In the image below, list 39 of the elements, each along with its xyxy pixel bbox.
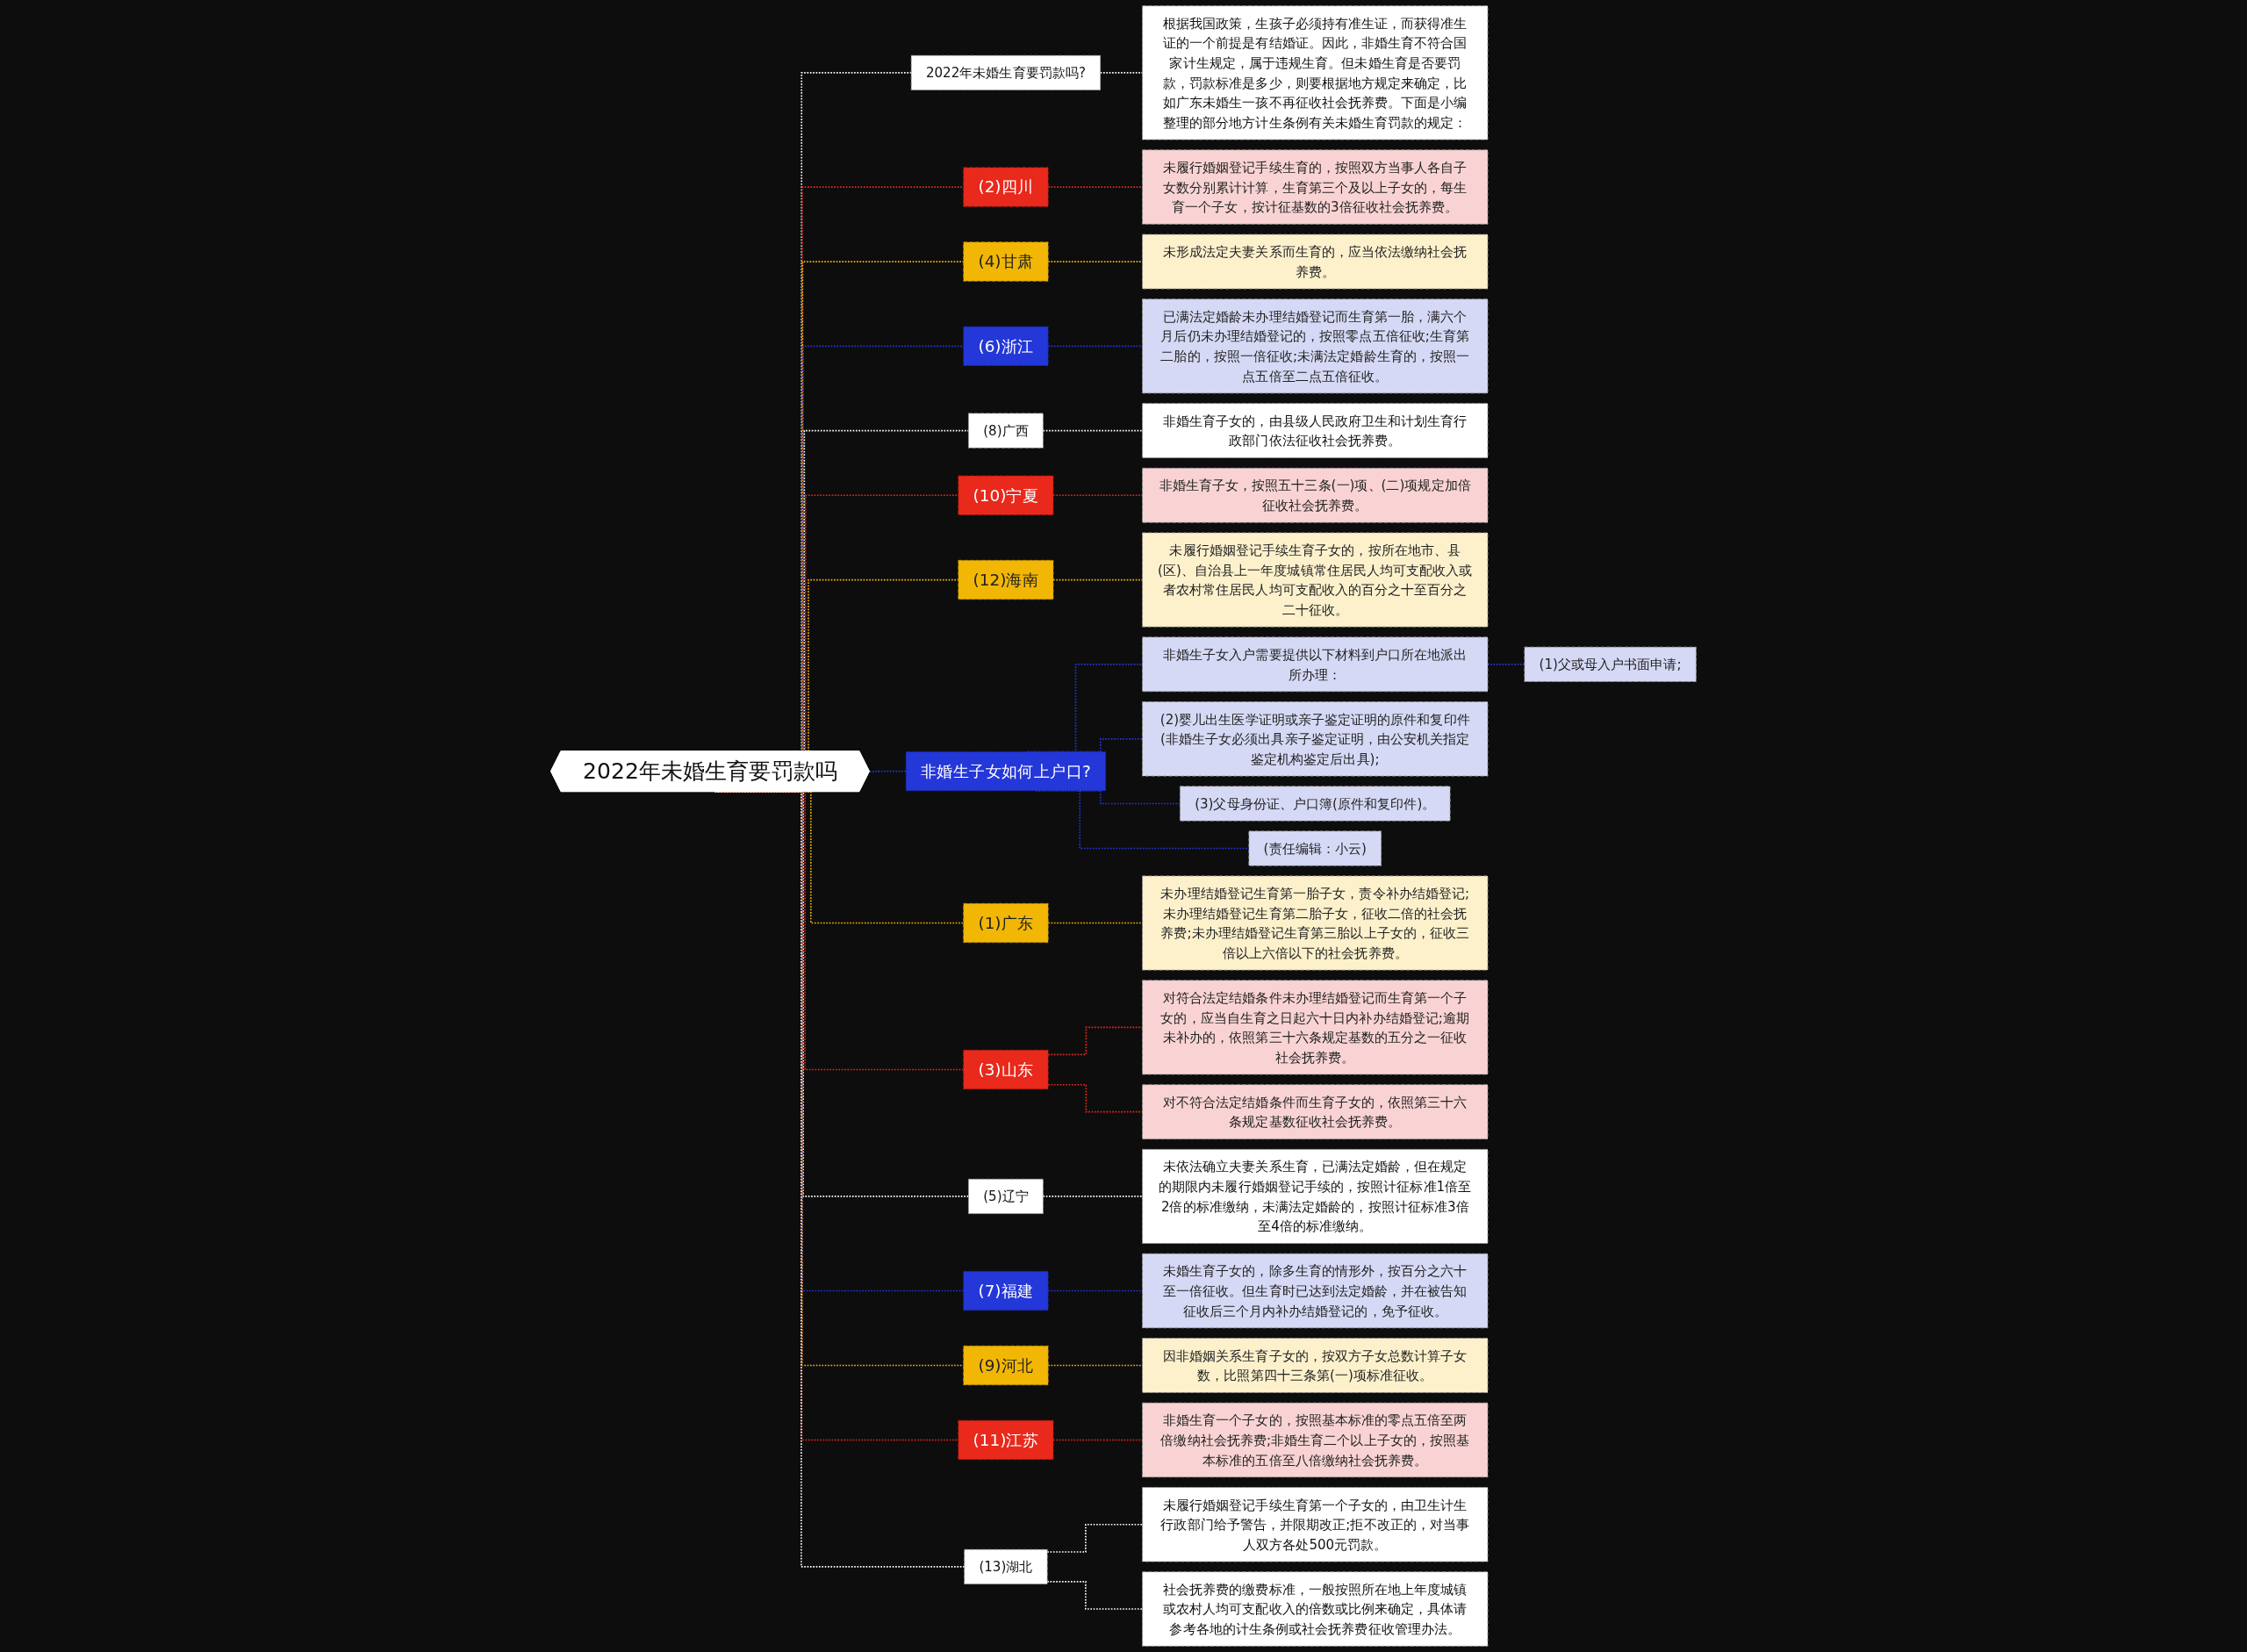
node-box: 非婚生育一个子女的，按照基本标准的零点五倍至两倍缴纳社会抚养费;非婚生育二个以上子女的，按照基本标准的五倍至八倍缴纳社会抚养费。 xyxy=(1142,1402,1489,1478)
node-box: 未依法确立夫妻关系生育，已满法定婚龄，但在规定的期限内未履行婚姻登记手续的，按照计征标准1倍至2倍的标准缴纳，未满法定婚龄的，按照计征标准3倍至4倍的标准缴纳。 xyxy=(1142,1148,1489,1244)
node-box: (4)甘肃 xyxy=(963,241,1049,282)
node-box: (13)湖北 xyxy=(964,1548,1048,1584)
node-box: (1)广东 xyxy=(963,902,1049,944)
node-box: (9)河北 xyxy=(963,1345,1049,1386)
node-box: 2022年未婚生育要罚款吗? xyxy=(910,54,1102,90)
node-box: (7)福建 xyxy=(963,1270,1049,1311)
node-box: (11)江苏 xyxy=(958,1419,1054,1461)
node-box: (2)四川 xyxy=(963,167,1049,207)
node-box: 未形成法定夫妻关系而生育的，应当依法缴纳社会抚养费。 xyxy=(1142,233,1489,290)
node-box: 已满法定婚龄未办理结婚登记而生育第一胎，满六个月后仍未办理结婚登记的，按照零点五倍征收;生育第二胎的，按照一倍征收;未满法定婚龄生育的，按照一点五倍至二点五倍征收。 xyxy=(1142,298,1489,394)
node-box: (1)父或母入户书面申请; xyxy=(1524,646,1697,682)
node-box: (2)婴儿出生医学证明或亲子鉴定证明的原件和复印件(非婚生子女必须出具亲子鉴定证明，由公安机关指定鉴定机构鉴定后出具); xyxy=(1142,701,1489,777)
node-box: (5)辽宁 xyxy=(968,1178,1044,1215)
connector xyxy=(868,770,908,772)
node-box: (12)海南 xyxy=(958,559,1054,600)
node-box: 未履行婚姻登记手续生育子女的，按所在地市、县(区)、自治县上一年度城镇常住居民人均可支配收入或者农村常住居民人均可支配收入的百分之十至百分之二十征收。 xyxy=(1142,532,1489,628)
node-box: 未履行婚姻登记手续生育的，按照双方当事人各自子女数分别累计计算，生育第三个及以上子女的，每生育一个子女，按计征基数的3倍征收社会抚养费。 xyxy=(1142,149,1489,225)
node-box: (10)宁夏 xyxy=(958,475,1054,515)
node-box: 对符合法定结婚条件未办理结婚登记而生育第一个子女的，应当自生育之日起六十日内补办结婚登记;逾期未补办的，依照第三十六条规定基数的五分之一征收社会抚养费。 xyxy=(1142,980,1489,1075)
node-box: 根据我国政策，生孩子必须持有准生证，而获得准生证的一个前提是有结婚证。因此，非婚生育不符合国家计生规定，属于违规生育。但未婚生育是否要罚款，罚款标准是多少，则要根据地方规定来确定，比如广东未婚生一孩不再征收社会抚养费。下面是小编整理的部分地方计生条例有关未婚生育罚款的规定： xyxy=(1142,5,1489,140)
connector xyxy=(1042,1196,1144,1197)
node-box: 因非婚姻关系生育子女的，按双方子女总数计算子女数，比照第四十三条第(一)项标准征收。 xyxy=(1142,1338,1489,1393)
node-box: (责任编辑：小云) xyxy=(1248,830,1382,866)
connector xyxy=(1042,429,1144,432)
node-box: 非婚生子女入户需要提供以下材料到户口所在地派出所办理： xyxy=(1142,636,1489,693)
node-box: 未办理结婚登记生育第一胎子女，责令补办结婚登记;未办理结婚登记生育第二胎子女，征收二倍的社会抚养费;未办理结婚登记生育第三胎以上子女的，征收三倍以上六倍以下的社会抚养费。 xyxy=(1142,875,1489,971)
node-box: 未婚生育子女的，除多生育的情形外，按百分之六十至一倍征收。但生育时已达到法定婚龄，并在被告知征收后三个月内补办结婚登记的，免予征收。 xyxy=(1142,1253,1489,1329)
node-box: (3)父母身份证、户口簿(原件和复印件)。 xyxy=(1179,786,1451,822)
node-box: (6)浙江 xyxy=(963,326,1049,366)
node-box: 社会抚养费的缴费标准，一般按照所在地上年度城镇或农村人均可支配收入的倍数或比例来确定，具体请参考各地的计生条例或社会抚养费征收管理办法。 xyxy=(1142,1571,1489,1647)
node-box: 非婚生子女如何上户口? xyxy=(905,751,1107,792)
node-box: (8)广西 xyxy=(968,413,1044,449)
node-box: 未履行婚姻登记手续生育第一个子女的，由卫生计生行政部门给予警告，并限期改正;拒不改正的，对当事人双方各处500元罚款。 xyxy=(1142,1487,1489,1562)
node-box: (3)山东 xyxy=(963,1049,1049,1090)
node-box: 对不符合法定结婚条件而生育子女的，依照第三十六条规定基数征收社会抚养费。 xyxy=(1142,1084,1489,1140)
node-box: 非婚生育子女，按照五十三条(一)项、(二)项规定加倍征收社会抚养费。 xyxy=(1142,467,1489,523)
node-box: 非婚生育子女的，由县级人民政府卫生和计划生育行政部门依法征收社会抚养费。 xyxy=(1142,403,1489,458)
